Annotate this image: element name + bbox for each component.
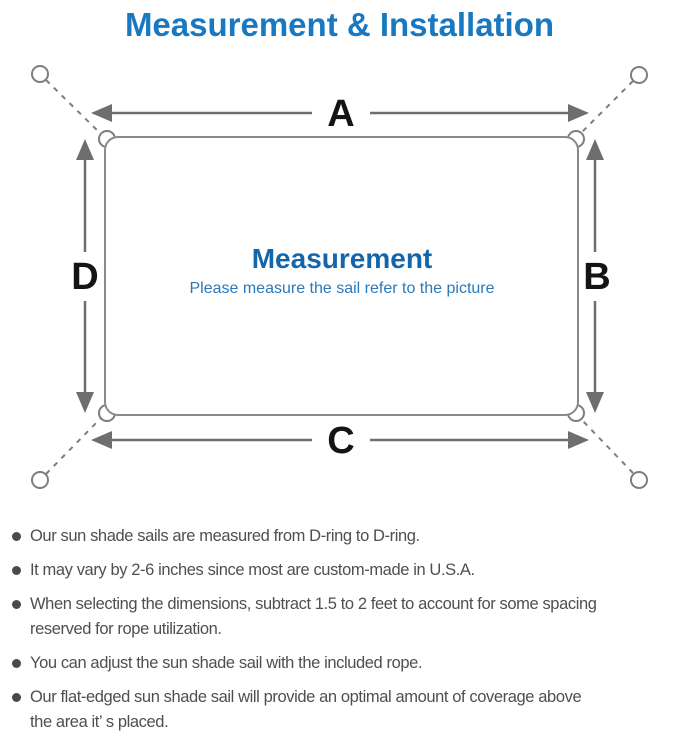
anchor-ring-icon-top-left	[31, 65, 49, 83]
bullet-icon	[12, 566, 21, 575]
list-item: When selecting the dimensions, subtract …	[0, 592, 679, 642]
note-text: Our flat-edged sun shade sail will provi…	[30, 688, 582, 731]
rope-dashed-line-top-left	[45, 79, 102, 135]
rope-dashed-line-bottom-right	[579, 417, 634, 474]
bullet-icon	[12, 600, 21, 609]
side-label-a: A	[327, 93, 354, 135]
list-item: It may vary by 2-6 inches since most are…	[0, 558, 679, 583]
list-item: Our sun shade sails are measured from D-…	[0, 524, 679, 549]
note-text: You can adjust the sun shade sail with t…	[30, 654, 423, 672]
side-label-c: C	[327, 420, 354, 462]
list-item: Our flat-edged sun shade sail will provi…	[0, 685, 679, 735]
anchor-ring-icon-bottom-right	[630, 471, 648, 489]
anchor-ring-icon-top-right	[630, 66, 648, 84]
side-label-d: D	[71, 256, 98, 298]
arrow-c-head-left	[91, 431, 112, 449]
arrow-c-head-right	[568, 431, 589, 449]
anchor-ring-icon-bottom-left	[31, 471, 49, 489]
arrow-b-head-top	[586, 139, 604, 160]
bullet-icon	[12, 693, 21, 702]
rope-dashed-line-bottom-left	[45, 417, 102, 475]
note-text: It may vary by 2-6 inches since most are…	[30, 561, 475, 579]
bullet-icon	[12, 659, 21, 668]
rope-dashed-line-top-right	[579, 80, 634, 135]
arrow-b-head-bottom	[586, 392, 604, 413]
center-heading: Measurement	[252, 243, 433, 274]
arrow-d-head-top	[76, 139, 94, 160]
note-text: When selecting the dimensions, subtract …	[30, 595, 597, 638]
sail-outline	[104, 136, 579, 416]
side-label-b: B	[583, 256, 610, 298]
page-title: Measurement & Installation	[124, 6, 555, 43]
measurement-diagram: A B C D Measurement Please measure the s…	[31, 65, 648, 489]
arrow-a-head-left	[91, 104, 112, 122]
bullet-icon	[12, 532, 21, 541]
center-subtitle: Please measure the sail refer to the pic…	[189, 280, 494, 297]
notes-list: Our sun shade sails are measured from D-…	[0, 524, 679, 739]
arrow-d-head-bottom	[76, 392, 94, 413]
list-item: You can adjust the sun shade sail with t…	[0, 651, 679, 676]
arrow-a-head-right	[568, 104, 589, 122]
note-text: Our sun shade sails are measured from D-…	[30, 527, 420, 545]
